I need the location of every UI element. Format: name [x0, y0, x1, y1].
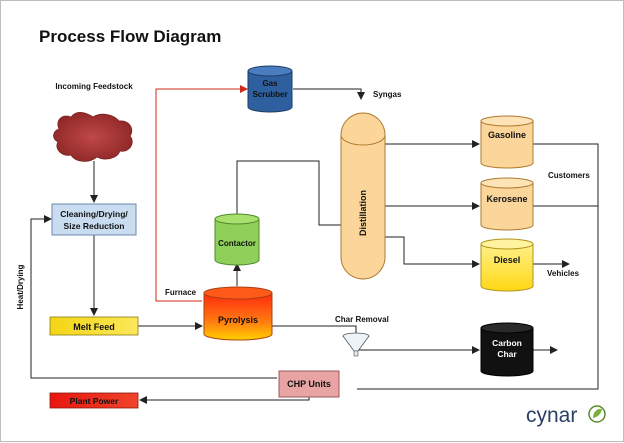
cynar-logo: cynar	[526, 404, 606, 427]
funnel-icon	[342, 332, 370, 357]
cleaning-box	[51, 203, 137, 236]
connector-chp-cleaning	[30, 215, 277, 379]
melt-feed-box	[49, 316, 139, 336]
diesel-cylinder	[480, 238, 534, 292]
kerosene-label: Kerosene	[486, 194, 527, 204]
furnace-label: Furnace	[165, 288, 197, 297]
distillation-column	[340, 112, 386, 280]
melt-feed-label: Melt Feed	[73, 322, 115, 332]
heat-drying-label: Heat/Drying	[16, 264, 25, 309]
chp-units-label: CHP Units	[287, 379, 331, 389]
connector-distillation-diesel	[385, 236, 480, 268]
connector-scrubber-syngas	[293, 88, 365, 100]
plant-power-box	[49, 392, 139, 409]
plant-power-label: Plant Power	[70, 396, 119, 406]
cleaning-label-2: Size Reduction	[64, 221, 125, 231]
carbon-char-label-2: Char	[497, 349, 517, 359]
customers-label: Customers	[548, 171, 590, 180]
gas-scrubber-label-2: Scrubber	[252, 90, 287, 99]
logo-text: cynar	[526, 404, 577, 427]
char-removal-label: Char Removal	[335, 315, 389, 324]
contactor-label: Contactor	[218, 239, 256, 248]
distillation-label: Distillation	[358, 190, 368, 236]
gas-scrubber-cylinder	[247, 65, 293, 113]
feedstock-blob-icon	[53, 112, 133, 162]
pyrolysis-label: Pyrolysis	[218, 315, 258, 325]
connector-pyrolysis-char	[272, 325, 357, 334]
logo-leaf-shape	[593, 408, 602, 418]
connector-lines	[30, 88, 599, 404]
carbon-char-cylinder	[480, 322, 534, 377]
carbon-char-label-1: Carbon	[492, 338, 522, 348]
pyrolysis-cylinder	[203, 286, 273, 341]
connector-furnace-scrubber	[155, 85, 248, 302]
gasoline-label: Gasoline	[488, 130, 526, 140]
incoming-feedstock-label: Incoming Feedstock	[55, 82, 133, 91]
connector-contactor-distillation	[236, 160, 341, 226]
connector-customers-bus	[357, 143, 599, 390]
kerosene-cylinder	[480, 177, 534, 231]
vehicles-label: Vehicles	[547, 269, 580, 278]
syngas-label: Syngas	[373, 90, 402, 99]
diesel-label: Diesel	[494, 255, 521, 265]
connector-chp-power	[139, 396, 310, 404]
gas-scrubber-label-1: Gas	[262, 79, 278, 88]
contactor-cylinder	[214, 213, 260, 266]
chp-units-box	[278, 370, 340, 398]
cleaning-label-1: Cleaning/Drying/	[60, 209, 128, 219]
gasoline-cylinder	[480, 115, 534, 169]
diagram-title: Process Flow Diagram	[39, 27, 221, 46]
